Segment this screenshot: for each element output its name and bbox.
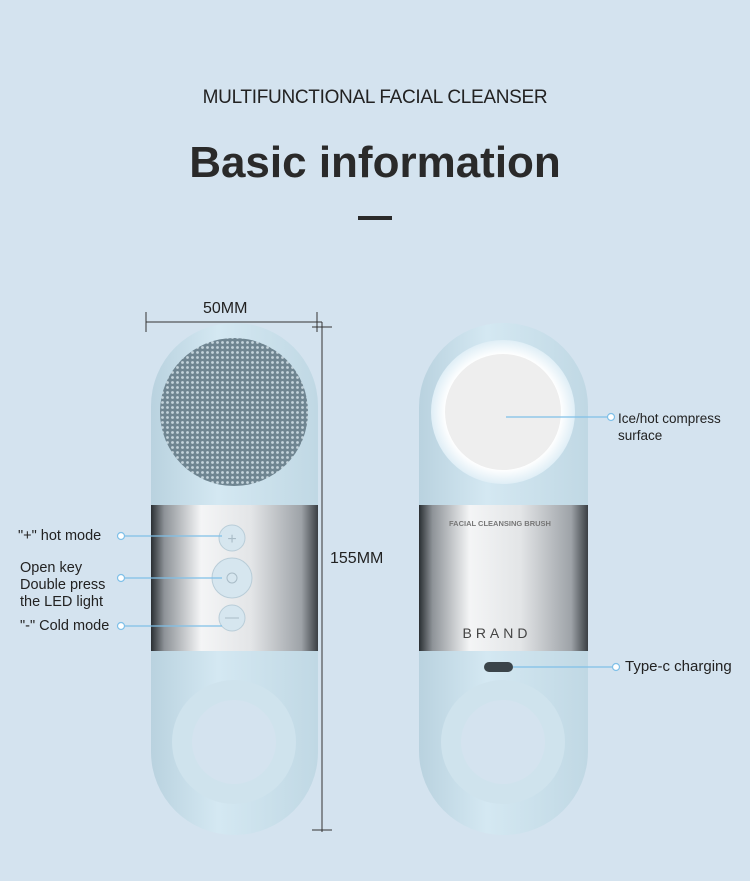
open-key-label: Open key Double press the LED light xyxy=(20,560,105,611)
usb-c-port xyxy=(484,662,513,672)
back-device: FACIAL CLEANSING BRUSH BRAND xyxy=(419,323,588,835)
compress-line2: surface xyxy=(618,428,663,443)
title-divider xyxy=(358,216,392,220)
open-key-line3: the LED light xyxy=(20,594,104,610)
cold-mode-label: "-" Cold mode xyxy=(20,618,110,634)
charging-label: Type-c charging xyxy=(625,658,732,675)
page-subtitle: MULTIFUNCTIONAL FACIAL CLEANSER xyxy=(202,87,548,108)
open-key-line1: Open key xyxy=(20,560,83,576)
page-title: Basic information xyxy=(189,138,561,187)
callout-lines xyxy=(116,412,621,672)
compress-line1: Ice/hot compress xyxy=(618,411,721,426)
svg-text:+: + xyxy=(227,531,236,548)
height-dimension-line xyxy=(312,322,332,832)
width-label: 50MM xyxy=(203,300,248,317)
open-key-line2: Double press xyxy=(20,577,106,593)
band-text: FACIAL CLEANSING BRUSH xyxy=(449,519,551,528)
front-device: + xyxy=(151,323,318,835)
compress-label: Ice/hot compress surface xyxy=(618,410,721,444)
hot-mode-label: "+" hot mode xyxy=(18,528,102,544)
brand-logo: BRAND xyxy=(462,625,531,641)
height-label: 155MM xyxy=(330,550,384,567)
silicone-brush-head xyxy=(160,338,308,486)
width-dimension-line xyxy=(145,312,322,332)
